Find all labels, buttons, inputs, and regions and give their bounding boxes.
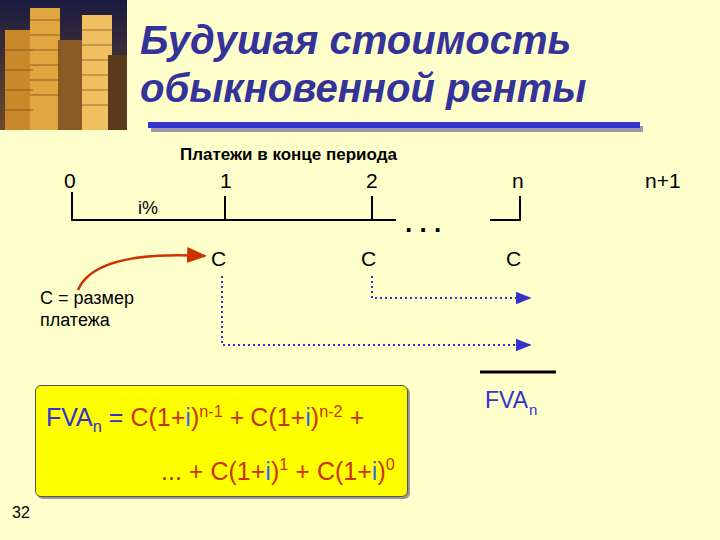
pointer-arrow	[78, 255, 205, 290]
compounding-arrow	[372, 276, 530, 298]
formula-term: +	[230, 403, 245, 431]
formula-term: n-1	[199, 402, 223, 420]
formula-line: FVAn=C(1+i)n-1+C(1+i)n-2+	[46, 392, 397, 445]
period-number: 2	[366, 168, 378, 193]
formula-term: n-2	[319, 402, 343, 420]
formula-term: C	[210, 457, 228, 485]
formula-box: FVAn=C(1+i)n-1+C(1+i)n-2+...+C(1+i)1+C(1…	[35, 385, 408, 497]
sum-line	[480, 371, 556, 374]
formula-term: (1+	[229, 457, 266, 485]
period-number: 1	[220, 168, 232, 193]
formula-term: =	[109, 403, 124, 431]
title-underline	[148, 122, 640, 128]
formula-term: 0	[386, 455, 395, 473]
formula-term: C	[130, 403, 148, 431]
formula-term: i	[372, 457, 378, 485]
formula-term: FVA	[46, 403, 93, 431]
formula-term: C	[317, 457, 335, 485]
formula-term: 1	[279, 455, 288, 473]
formula-line: ...+C(1+i)1+C(1+i)0	[46, 445, 397, 489]
formula-term: (1+	[335, 457, 372, 485]
formula-term: i	[185, 403, 191, 431]
period-number: 0	[64, 168, 76, 193]
caption-text: Платежи в конце периода	[180, 145, 397, 165]
formula-term: ...	[161, 457, 182, 485]
formula-term: +	[295, 457, 310, 485]
formula-term: +	[189, 457, 204, 485]
ellipsis: . . .	[405, 208, 441, 239]
formula-term: )	[311, 403, 319, 431]
skyscraper-picture	[0, 0, 127, 130]
result-label: FVA	[485, 387, 528, 415]
formula-term: (1+	[268, 403, 305, 431]
timeline	[72, 192, 520, 221]
formula-term: )	[191, 403, 199, 431]
period-number: n	[512, 168, 524, 193]
compounding-arrow	[222, 276, 530, 345]
formula-term: C	[250, 403, 268, 431]
formula-term: i	[305, 403, 311, 431]
interest-rate: i%	[138, 198, 158, 220]
formula-term: +	[350, 403, 365, 431]
note-text: C = размер платежа	[40, 288, 165, 331]
result-subscript: n	[529, 401, 537, 419]
payment-label: C	[361, 246, 376, 271]
formula-term: )	[271, 457, 279, 485]
formula-term: (1+	[148, 403, 185, 431]
slide-number: 32	[12, 503, 30, 522]
slide-title: Будушая стоимость обыкновенной ренты	[140, 16, 600, 112]
formula-term: )	[377, 457, 385, 485]
formula-term: i	[265, 457, 271, 485]
formula-term: n	[93, 417, 102, 435]
period-number: n+1	[645, 168, 681, 193]
payment-label: C	[506, 246, 521, 271]
payment-label: C	[211, 246, 226, 271]
